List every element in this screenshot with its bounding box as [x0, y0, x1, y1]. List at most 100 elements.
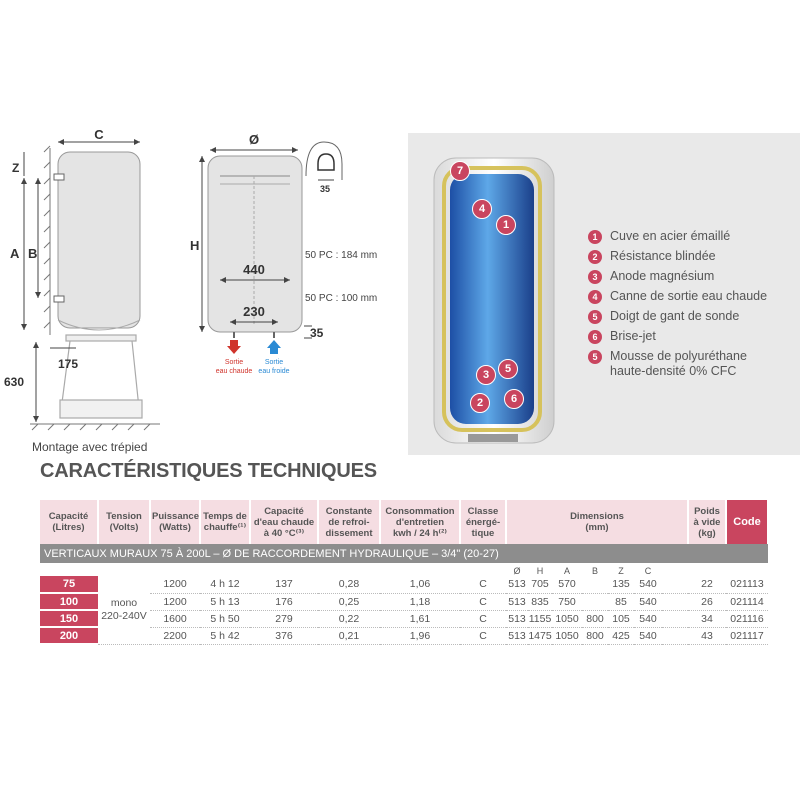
dim-c-label: C: [94, 130, 104, 142]
cell-consommation: 1,61: [380, 610, 460, 628]
cell-consommation: 1,18: [380, 593, 460, 611]
section-title: CARACTÉRISTIQUES TECHNIQUES: [40, 460, 377, 482]
cell-dim-z: 425: [608, 627, 634, 645]
cell-classe: C: [460, 610, 506, 628]
header-text: (Volts): [109, 522, 139, 533]
note-184: 50 PC : 184 mm: [305, 250, 378, 261]
cell-capacite-eau: 137: [250, 576, 318, 594]
cutaway-marker: 2: [470, 393, 490, 413]
cell-capacite-eau: 176: [250, 593, 318, 611]
tripod: [59, 334, 143, 419]
cell-dim-z: 85: [608, 593, 634, 611]
cell-constante: 0,21: [318, 627, 380, 645]
header-text: Tension: [106, 511, 142, 522]
cell-dim-c: 540: [634, 610, 662, 628]
header-text: d'eau chaude: [253, 516, 315, 528]
spec-table: Capacité(Litres) Tension(Volts) Puissanc…: [40, 500, 769, 645]
legend-number: 1: [588, 230, 602, 244]
cell-dim-b: [582, 576, 608, 594]
header-text: chauffe⁽¹⁾: [203, 522, 247, 533]
cell-dim-h: 835: [528, 593, 552, 611]
dim-35-inset-label: 35: [320, 184, 330, 194]
cell-classe: C: [460, 627, 506, 645]
cell-spacer: [662, 610, 688, 628]
cell-capacite: 75: [40, 576, 98, 594]
header-text: de refroi-: [328, 516, 370, 528]
header-text: Consommation: [385, 505, 455, 517]
cell-dim-a: 570: [552, 576, 582, 594]
legend-number: 5: [588, 350, 602, 364]
cutaway-marker: 6: [504, 389, 524, 409]
cell-dim-diameter: 513: [506, 627, 528, 645]
dim-230-label: 230: [243, 304, 265, 319]
dim-diameter-label: Ø: [249, 132, 259, 147]
cell-dim-b: [582, 593, 608, 611]
cell-poids: 26: [688, 593, 726, 611]
header-text: (kg): [698, 527, 716, 539]
legend-text: Anode magnésium: [610, 269, 715, 283]
cutaway-tank: [433, 157, 555, 444]
cell-code: 021114: [726, 593, 768, 611]
header-text: Classe: [467, 505, 499, 517]
header-text: d'entretien: [395, 516, 445, 528]
floor-hatch: [30, 423, 160, 431]
header-text: Temps de: [203, 511, 247, 522]
table-row: 200 2200 5 h 42 376 0,21 1,96 C 513 1475…: [40, 627, 768, 645]
legend-text: Cuve en acier émaillé: [610, 229, 731, 243]
note-100: 50 PC : 100 mm: [305, 293, 378, 304]
header-text: Puissance: [152, 511, 199, 522]
dim-b-label: B: [28, 246, 37, 261]
subheader-a: A: [563, 565, 570, 576]
header-tension: Tension(Volts): [98, 500, 151, 544]
cell-dim-h: 705: [528, 576, 552, 594]
cell-temps: 5 h 50: [200, 610, 250, 628]
subheader-z: Z: [618, 565, 624, 576]
cell-dim-a: 1050: [552, 610, 582, 628]
header-text: Capacité: [48, 511, 89, 522]
cutaway-marker: 5: [498, 359, 518, 379]
diagram-wall-mount: C Z A B 175 630: [4, 130, 160, 431]
bracket-inset: 35: [305, 141, 343, 194]
header-text: Poids: [694, 505, 720, 517]
cell-dim-diameter: 513: [506, 576, 528, 594]
dim-35-side-label: 35: [310, 326, 324, 340]
header-text: (mm): [585, 522, 609, 533]
cell-poids: 43: [688, 627, 726, 645]
cell-capacite: 200: [40, 627, 98, 645]
cell-dim-a: 750: [552, 593, 582, 611]
legend-number: 4: [588, 290, 602, 304]
header-text: (Watts): [159, 522, 191, 533]
cell-dim-b: 800: [582, 627, 608, 645]
cell-temps: 5 h 13: [200, 593, 250, 611]
hot-outlet-label-1: Sortie: [225, 359, 243, 366]
legend-item: 2 Résistance blindée: [588, 249, 716, 264]
cell-constante: 0,28: [318, 576, 380, 594]
header-text: Capacité: [264, 505, 304, 517]
header-code: Code: [726, 500, 769, 544]
cell-code: 021117: [726, 627, 768, 645]
cell-poids: 34: [688, 610, 726, 628]
cell-dim-h: 1155: [528, 610, 552, 628]
hot-outlet-arrow: [227, 340, 241, 354]
cell-dim-a: 1050: [552, 627, 582, 645]
cell-consommation: 1,96: [380, 627, 460, 645]
dimension-subheader-row: Ø H A B Z C: [40, 563, 768, 576]
dim-h-label: H: [190, 238, 199, 253]
header-text: Constante: [325, 505, 373, 517]
header-text: (Litres): [52, 522, 85, 533]
cell-constante: 0,25: [318, 593, 380, 611]
dim-z-label: Z: [12, 161, 19, 175]
dim-630-label: 630: [4, 375, 24, 389]
cell-dim-c: 540: [634, 593, 662, 611]
cell-dim-c: 540: [634, 576, 662, 594]
cutaway-marker: 7: [450, 161, 470, 181]
header-text: dissement: [325, 527, 373, 539]
header-capacite: Capacité(Litres): [40, 500, 99, 544]
wall-hatch: [43, 145, 51, 335]
cell-dim-z: 135: [608, 576, 634, 594]
cell-dim-h: 1475: [528, 627, 552, 645]
legend-number: 5: [588, 310, 602, 324]
cell-dim-diameter: 513: [506, 610, 528, 628]
